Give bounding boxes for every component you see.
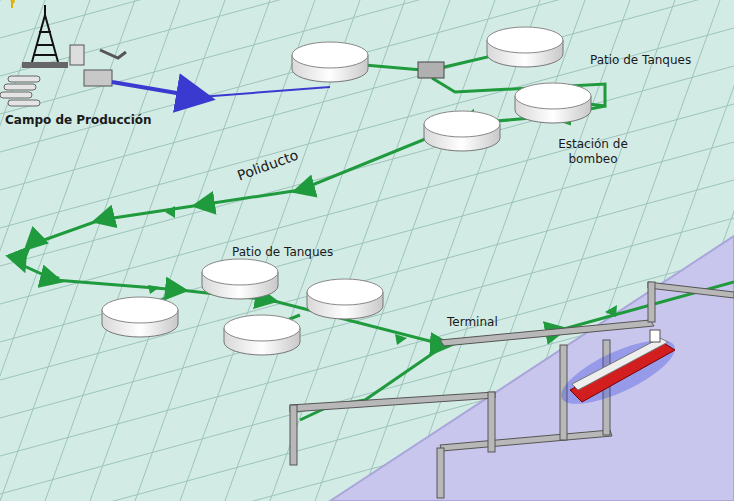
grid-line [225, 0, 405, 501]
pump-box [418, 62, 444, 78]
grid-line [0, 104, 734, 304]
place-label: Patio de Tanques [590, 53, 691, 68]
piers [290, 282, 734, 498]
tanker-ship [553, 328, 682, 417]
storage-tank [102, 297, 178, 337]
storage-tank [292, 42, 368, 82]
storage-tank [307, 279, 383, 319]
place-label: Patio de Tanques [232, 245, 333, 260]
grid-line [45, 0, 225, 501]
place-label: Campo de Producción [5, 113, 152, 128]
sea [330, 236, 734, 501]
storage-tank [515, 83, 591, 123]
production-field [0, 0, 330, 106]
place-label: Estación de bombeo [553, 137, 633, 167]
grid-line [0, 28, 734, 228]
storage-tank [424, 111, 500, 151]
grid-line [0, 66, 734, 266]
storage-tank [202, 259, 278, 299]
grid-line [0, 0, 45, 501]
flow-arrows [48, 206, 617, 345]
grid-line [0, 0, 734, 152]
grid-line [0, 0, 135, 501]
tanks [102, 27, 591, 355]
storage-tank [224, 315, 300, 355]
grid-line [0, 0, 734, 38]
storage-tank [487, 27, 563, 67]
pipelines [22, 48, 734, 420]
place-label: Terminal [447, 315, 498, 330]
